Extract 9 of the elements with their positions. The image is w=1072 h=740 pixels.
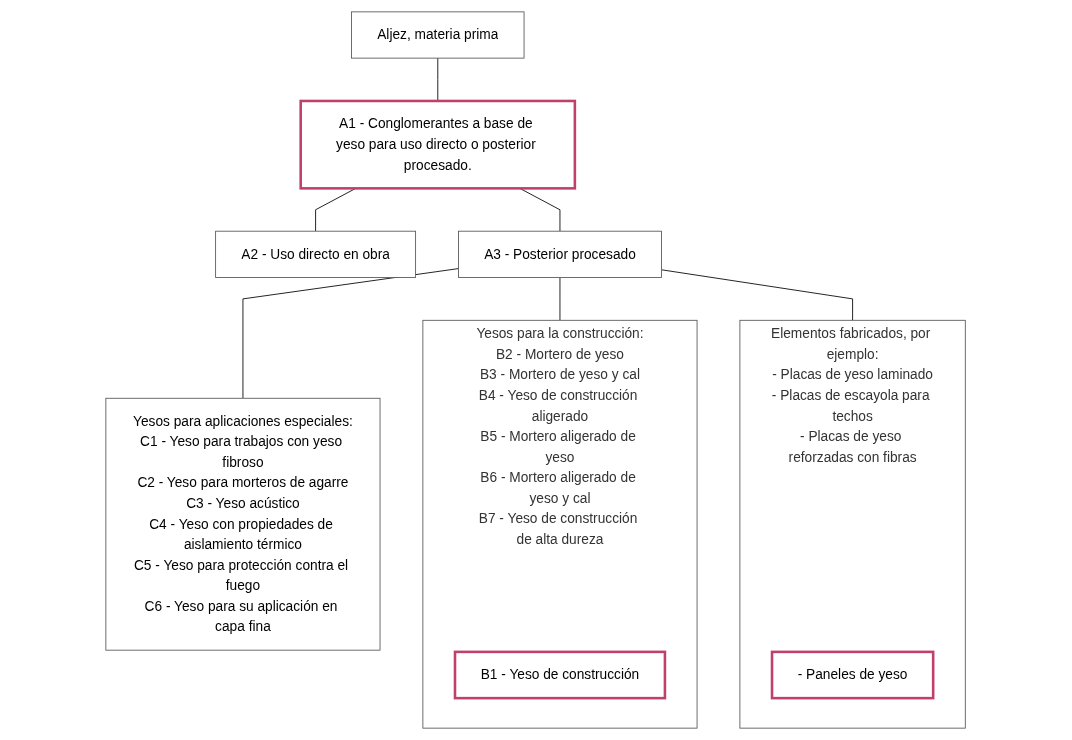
node-box: - Paneles de yeso [771, 650, 935, 700]
node-box: A2 - Uso directo en obra [215, 230, 417, 278]
connector [661, 269, 854, 321]
node-box: Aljez, materia prima [351, 11, 525, 59]
node-box: Yesos para aplicaciones especiales: C1 - Yeso para trabajos con yeso fibroso C2 - Yeso para morteros de agarre C3 - Yeso acústico C4 - Yeso con propiedades de aislamiento térmico C5 - Yeso para protección contra el fuego C6 - Yeso para su aplicación en capa fina [105, 397, 381, 651]
node-box: A3 - Posterior procesado [458, 230, 663, 278]
node-box: A1 - Conglomerantes a base de yeso para uso directo o posterior procesado. [299, 99, 577, 190]
node-box: B1 - Yeso de construcción [454, 650, 667, 700]
connector [242, 268, 460, 399]
